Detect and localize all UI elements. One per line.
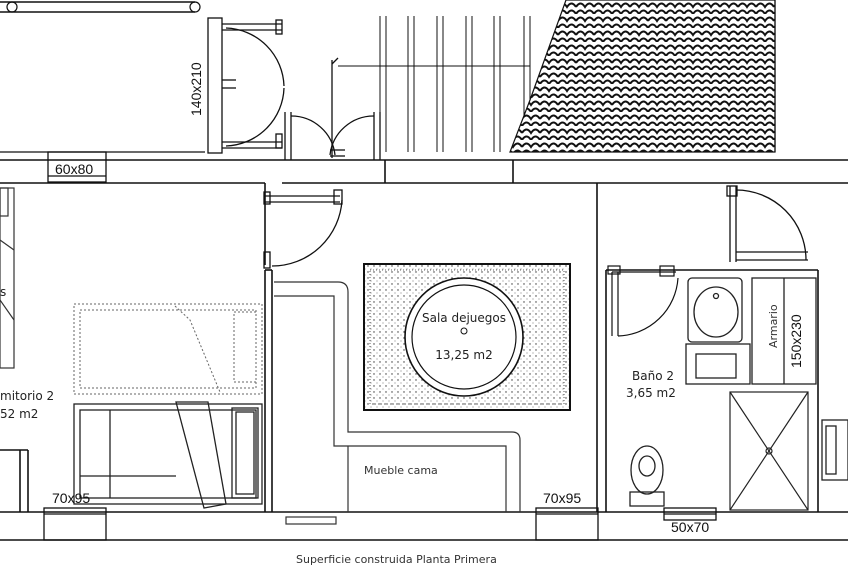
- bedroom-name: mitorio 2: [0, 389, 54, 403]
- wardrobe: [751, 277, 817, 385]
- bathroom-name: Baño 2: [632, 369, 674, 383]
- playroom-name: Sala dejuegos: [422, 311, 506, 325]
- interior-walls: [0, 183, 819, 512]
- shower: [729, 391, 809, 511]
- terrace-area: [0, 1, 205, 153]
- dim-window-bottom-left: 70x95: [52, 490, 90, 506]
- double-door-left: [207, 17, 285, 154]
- bathroom-door: [726, 185, 808, 262]
- toilet: [629, 445, 665, 507]
- bed-dashed: [73, 303, 263, 395]
- window-top: [47, 151, 107, 183]
- dim-wardrobe: 150x230: [788, 314, 804, 368]
- roof-tiles: [509, 0, 776, 153]
- window-bottom-right: [663, 507, 717, 521]
- double-door-center: [284, 57, 381, 160]
- window-bottom-mid: [535, 507, 599, 541]
- bedroom-area: 52 m2: [0, 407, 38, 421]
- staircase: [338, 16, 531, 152]
- sink: [687, 277, 743, 343]
- play-rug: [363, 263, 571, 411]
- bed-left: [0, 187, 15, 369]
- dim-window-bottom-right: 50x70: [671, 519, 709, 535]
- sofa-bed: [274, 281, 521, 525]
- bathroom-inner-door: [607, 265, 679, 337]
- wardrobe-label: Armario: [767, 304, 780, 348]
- appliance-right: [821, 419, 848, 481]
- dim-window-top: 60x80: [55, 161, 93, 177]
- counter: [685, 343, 751, 385]
- playroom-area: 13,25 m2: [435, 348, 493, 362]
- bedroom-door: [263, 189, 343, 269]
- footer-caption: Superficie construida Planta Primera: [296, 553, 497, 565]
- exterior-walls: [0, 159, 848, 541]
- dim-door-left: 140x210: [188, 62, 204, 116]
- dim-window-bottom-mid: 70x95: [543, 490, 581, 506]
- bedroom-edge-text: s: [0, 285, 6, 299]
- bathroom-area: 3,65 m2: [626, 386, 676, 400]
- window-bottom-left: [43, 507, 107, 541]
- furniture-label: Mueble cama: [364, 464, 438, 477]
- bed-solid: [73, 401, 263, 509]
